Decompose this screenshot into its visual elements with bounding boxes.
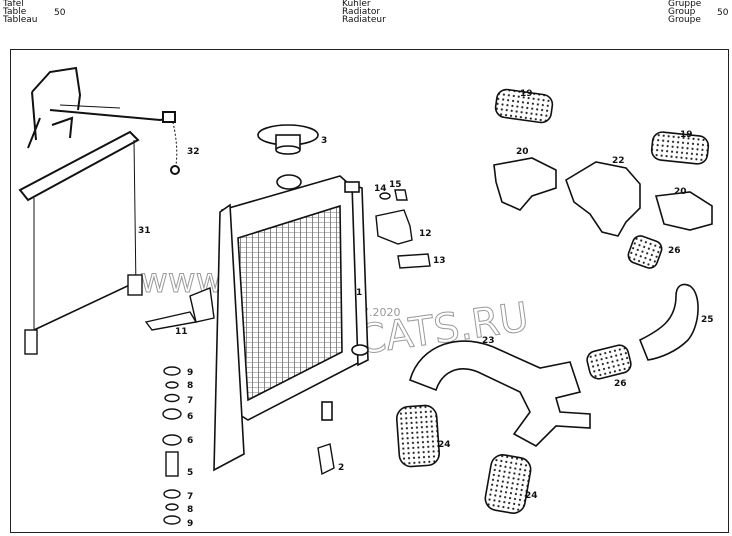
washer-nut-14-15 xyxy=(379,189,408,201)
callout-32: 32 xyxy=(187,147,200,157)
header-center: Kühler Radiator Radiateur xyxy=(342,0,386,25)
callout-19b: 19 xyxy=(680,130,693,140)
header-right: Gruppe Group Groupe xyxy=(668,0,702,25)
callout-3: 3 xyxy=(321,136,327,146)
callout-23: 23 xyxy=(482,336,495,346)
bracket-11 xyxy=(144,287,215,331)
callout-14: 14 xyxy=(374,184,387,194)
callout-6b: 6 xyxy=(187,436,193,446)
drain-cock-2 xyxy=(317,443,335,476)
header-center-en: Radiator xyxy=(342,7,381,17)
hose-24a xyxy=(395,404,441,468)
radiator-cap-3 xyxy=(257,124,319,155)
roller-blind-31 xyxy=(18,130,143,355)
callout-19a: 19 xyxy=(520,89,533,99)
header-left-de: Tafel xyxy=(3,0,24,9)
header-center-fr: Radiateur xyxy=(342,15,386,25)
callout-8a: 8 xyxy=(187,381,193,391)
hose-19b xyxy=(650,131,710,165)
callout-2: 2 xyxy=(338,463,344,473)
callout-25: 25 xyxy=(701,315,714,325)
callout-24b: 24 xyxy=(525,491,538,501)
header-left-en: Table xyxy=(3,7,27,17)
callout-7a: 7 xyxy=(187,396,193,406)
header-left: Tafel Table Tableau xyxy=(3,0,38,25)
sleeve-26b xyxy=(586,344,632,380)
watermark-date: 7.2020 xyxy=(362,306,401,319)
hose-25 xyxy=(638,283,699,361)
callout-20a: 20 xyxy=(516,147,529,157)
watermark-url: www. xyxy=(140,261,231,301)
table-number: 50 xyxy=(54,8,66,18)
diagram-frame xyxy=(10,49,729,533)
callout-22: 22 xyxy=(612,156,625,166)
callout-26a: 26 xyxy=(668,246,681,256)
header-right-de: Gruppe xyxy=(668,0,702,9)
hose-19a xyxy=(494,88,554,124)
sleeve-26a xyxy=(627,235,663,269)
bracket-12 xyxy=(375,209,413,245)
callout-11: 11 xyxy=(175,327,188,337)
mounting-hardware-top xyxy=(162,366,182,525)
plate-13 xyxy=(397,253,431,269)
callout-1: 1 xyxy=(356,288,362,298)
callout-24a: 24 xyxy=(438,440,451,450)
header-right-en: Group xyxy=(668,7,696,17)
header-right-fr: Groupe xyxy=(668,15,701,25)
callout-20b: 20 xyxy=(674,187,687,197)
fitting-20b xyxy=(654,191,713,231)
callout-31: 31 xyxy=(138,226,151,236)
callout-8b: 8 xyxy=(187,505,193,515)
callout-labels: 1 2 3 5 6 6 7 7 8 8 9 9 11 12 13 14 15 1… xyxy=(138,89,714,529)
callout-7b: 7 xyxy=(187,492,193,502)
bracket-assembly-32 xyxy=(27,66,180,175)
callout-26b: 26 xyxy=(614,379,627,389)
header-left-fr: Tableau xyxy=(3,15,38,25)
callout-12: 12 xyxy=(419,229,432,239)
hose-24b xyxy=(484,454,532,514)
fitting-20a xyxy=(493,157,557,211)
callout-15: 15 xyxy=(389,180,402,190)
pipe-23 xyxy=(409,340,591,447)
callout-9b: 9 xyxy=(187,519,193,529)
header-center-de: Kühler xyxy=(342,0,371,9)
thermostat-housing-22 xyxy=(565,161,641,237)
radiator-1 xyxy=(213,174,369,472)
callout-6a: 6 xyxy=(187,412,193,422)
callout-9a: 9 xyxy=(187,368,193,378)
callout-13: 13 xyxy=(433,256,446,266)
group-number: 50 xyxy=(717,8,729,18)
callout-5: 5 xyxy=(187,468,193,478)
